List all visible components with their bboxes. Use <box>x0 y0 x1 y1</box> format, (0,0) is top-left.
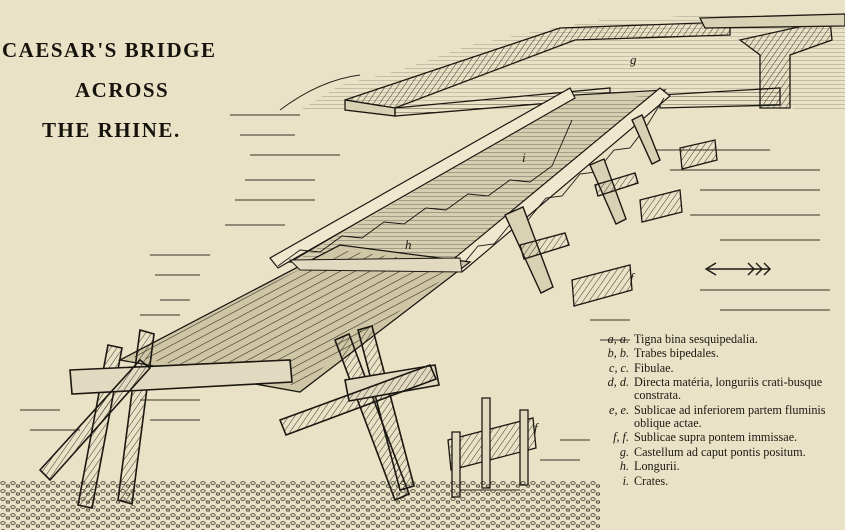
bridge-deck-near <box>118 244 472 393</box>
upstream-fences <box>447 139 718 498</box>
legend-row: d, d. Directa matéria, longuriis crati-bu… <box>598 375 845 403</box>
legend-key: h. <box>619 459 629 474</box>
legend-key: g. <box>619 444 629 459</box>
legend-key: d, d. <box>607 375 629 390</box>
legend-key: f, f. <box>613 430 629 445</box>
legend-row: i. Crates. <box>598 473 845 488</box>
riverbed-gravel <box>0 480 600 530</box>
castellum-fort <box>344 13 845 117</box>
legend-key: c, c. <box>609 360 629 375</box>
legend-text: Sublicae supra pontem immissae. <box>634 430 798 445</box>
figure-letter-castellum: g <box>630 52 637 67</box>
near-trestles <box>38 325 440 509</box>
bridge-deck-far <box>269 87 671 273</box>
title-line-1: CAESAR'S BRIDGE <box>2 38 217 62</box>
legend-row: b, b. Trabes bipedales. <box>598 347 845 360</box>
figure-letter-fence-bottom: f <box>534 420 538 435</box>
legend-row: f, f. Sublicae supra pontem immissae. <box>598 431 845 444</box>
legend-key: a, a. <box>607 332 629 346</box>
legend-text: Crates. <box>634 473 669 488</box>
legend-text: Sublicae ad inferiorem partem fluminis o… <box>634 402 826 430</box>
figure-letter-deck: i <box>522 150 526 165</box>
legend-row: a, a. Tigna bina sesquipedalia. <box>598 332 845 346</box>
title-line-3: THE RHINE. <box>42 118 181 142</box>
legend-key: e, e. <box>609 402 629 417</box>
legend-text: Castellum ad caput pontis positum. <box>634 444 806 459</box>
bridge-piers <box>504 114 661 294</box>
legend-row: e, e. Sublicae ad inferiorem partem flumi… <box>598 402 845 430</box>
title-line-2: ACROSS <box>75 78 170 102</box>
figure-letter-fence-right: f <box>630 270 634 285</box>
legend-key: b, b. <box>607 346 629 361</box>
legend-text: Longurii. <box>634 459 680 474</box>
legend-row: h. Longurii. <box>598 459 845 474</box>
legend-text: Fibulae. <box>634 360 674 375</box>
current-arrow-icon <box>704 262 771 276</box>
legend: a, a. Tigna bina sesquipedalia. b, b. Trabe… <box>598 332 845 489</box>
legend-text: Tigna bina sesquipedalia. <box>634 332 758 346</box>
legend-row: g. Castellum ad caput pontis positum. <box>598 444 845 459</box>
figure-letter-beam: h <box>405 237 412 252</box>
legend-text: Trabes bipedales. <box>634 346 719 361</box>
legend-key: i. <box>622 473 629 488</box>
legend-text: Directa matéria, longuriis crati-busque … <box>634 375 823 403</box>
legend-row: c, c. Fibulae. <box>598 360 845 375</box>
